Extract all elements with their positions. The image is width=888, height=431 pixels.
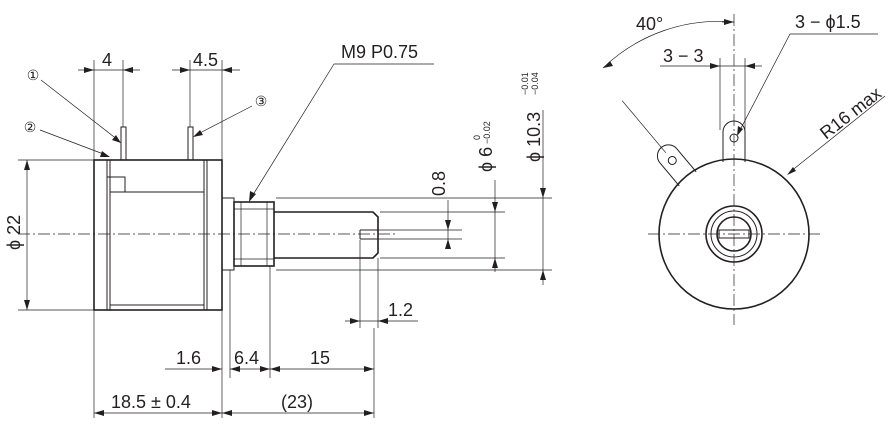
terminal-3-label: ③ [255,93,268,109]
holes-callout: 3 − ϕ1.5 [737,12,878,136]
dimension-4-5: 4.5 [172,50,240,160]
bottom-dimension-lines [93,266,375,418]
dim-phi6-tol-upper: 0 [472,135,482,140]
dim-phi10-3-tol-upper: −0.01 [520,72,530,95]
dimension-0-8: 0.8 [378,171,462,249]
bushing-outer-ring [705,205,763,263]
thread-text: M9 P0.75 [341,42,418,62]
dim-phi6-text: ϕ 6 [476,147,496,172]
terminal-callouts: ① ② ③ [24,67,268,157]
dimension-6-4: 6.4 [230,348,270,372]
dim-1-2-text: 1.2 [388,300,413,320]
dim-40-deg-text: 40° [636,14,663,34]
dimension-18-5: 18.5 ± 0.4 [94,392,222,416]
dim-0-8-text: 0.8 [429,171,449,196]
shaft [274,211,379,259]
dimension-1-6: 1.6 [165,348,240,372]
dim-phi10-3-tol-lower: −0.04 [530,72,540,95]
dimension-phi10-3: ϕ 10.3 −0.01 −0.04 [276,72,552,285]
dimension-15: 15 [270,348,374,372]
dimension-40-deg: 40° [602,14,735,69]
dim-23-text: (23) [281,392,313,412]
dim-4-text: 4 [102,50,112,70]
dim-4-5-text: 4.5 [193,50,218,70]
dim-phi22-text: ϕ 22 [4,215,24,250]
dim-6-4-text: 6.4 [234,348,259,368]
front-view: 40° 3 − 3 3 − ϕ1.5 R16 max [602,12,885,325]
dim-15-text: 15 [310,348,330,368]
terminal-tab-left [621,100,697,187]
dimension-3-3: 3 − 3 [660,46,762,130]
dimension-4: 4 [78,50,140,160]
thread-callout: M9 P0.75 [249,42,434,202]
terminal-2-label: ② [24,119,37,135]
dim-phi6-tol-lower: −0.02 [482,121,492,144]
shaft-circle [716,216,752,252]
dim-1-6-text: 1.6 [176,348,201,368]
dim-phi10-3-text: ϕ 10.3 [524,112,544,162]
dim-18-5-text: 18.5 ± 0.4 [111,392,191,412]
shaft-slot [718,229,750,239]
dimension-1-2: 1.2 [345,240,418,328]
side-view: 4 4.5 ① ② ③ M9 P0.75 [4,42,552,418]
dimension-23: (23) [222,392,374,416]
radius-callout: R16 max [787,83,885,175]
body-circle [658,158,810,310]
radius-text: R16 max [816,83,885,143]
terminals [120,126,194,161]
dimension-phi22: ϕ 22 [4,159,94,311]
dim-3-3-text: 3 − 3 [663,46,704,66]
dimension-phi6: ϕ 6 0 −0.02 [380,121,505,272]
terminal-tab-top [722,120,746,162]
terminal-1-label: ① [27,67,40,83]
holes-text: 3 − ϕ1.5 [795,12,861,32]
potentiometer-body [93,159,223,311]
bushing-inner-ring [710,210,758,258]
